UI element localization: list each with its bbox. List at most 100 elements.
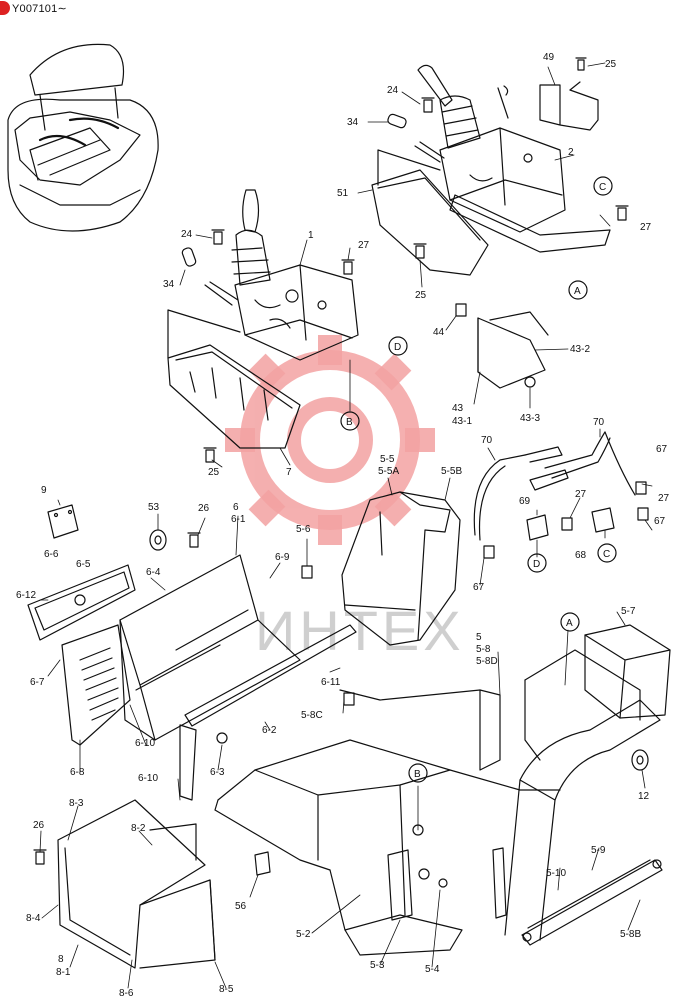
callout: 6-4 [146, 567, 161, 578]
callout: 6-7 [30, 677, 45, 688]
bracket-49 [539, 81, 599, 131]
callout: 69 [519, 496, 531, 507]
callout: 25 [605, 59, 617, 70]
leader-lines [39, 62, 653, 989]
callout: 12 [638, 791, 650, 802]
callout-labels: 49 25 24 34 2 51 C 27 A 24 1 27 34 25 44… [16, 52, 670, 999]
brand-badge [0, 1, 10, 15]
callout: 5-8D [476, 656, 498, 667]
callout: C [599, 182, 606, 193]
callout: 5-2 [296, 929, 311, 940]
callout: 49 [543, 52, 555, 63]
callout: 1 [308, 230, 314, 241]
gasket-6-12 [27, 564, 136, 641]
callout: 6-11 [321, 677, 341, 688]
callout: 8-4 [26, 913, 41, 924]
callout: 67 [656, 444, 668, 455]
serial-range: Y007101∼ [12, 2, 67, 15]
callout: 51 [337, 188, 349, 199]
callout: 7 [286, 467, 292, 478]
lever-assembly-1 [204, 189, 359, 361]
callout: A [566, 618, 573, 629]
callout: 6-12 [16, 590, 36, 601]
callout: 44 [433, 327, 445, 338]
grille-6-8 [61, 624, 131, 746]
callout: 6-8 [70, 767, 85, 778]
pin-34 [181, 113, 407, 267]
lever-assembly-2 [414, 64, 611, 253]
callout: 5-8B [620, 929, 641, 940]
callout: 5-10 [546, 868, 566, 879]
callout: 34 [347, 117, 359, 128]
callout: 6-1 [231, 514, 246, 525]
callout: 67 [654, 516, 666, 527]
panel-8 [57, 799, 216, 969]
callout: 6-6 [44, 549, 59, 560]
watermark-text: ИНТЕХ [255, 599, 465, 662]
callout: 25 [208, 467, 220, 478]
callout: D [394, 342, 401, 353]
frame-5 [214, 649, 661, 956]
callout: 27 [358, 240, 370, 251]
reference-circles [340, 176, 617, 783]
callout: B [346, 417, 353, 428]
callout: 43-1 [452, 416, 472, 427]
rail-5-9 [521, 859, 663, 946]
cover-51 [371, 149, 489, 276]
callout: 27 [658, 493, 670, 504]
callout: 5-5 [380, 454, 395, 465]
callout: 5 [476, 632, 482, 643]
callout: 24 [387, 85, 399, 96]
callout: B [414, 769, 421, 780]
strip-6-2 [179, 624, 357, 801]
callout: 8-6 [119, 988, 134, 999]
brackets-68-69 [526, 507, 615, 541]
callout: 6-5 [76, 559, 91, 570]
callout: 27 [575, 489, 587, 500]
callout: 6-10 [138, 773, 158, 784]
callout: 8-5 [219, 984, 234, 995]
callout: A [574, 286, 581, 297]
callout: 34 [163, 279, 175, 290]
callout: 43-3 [520, 413, 540, 424]
callout: 26 [33, 820, 45, 831]
callout: 6 [233, 502, 239, 513]
callout: 8 [58, 954, 64, 965]
collar-53 [149, 529, 167, 551]
callout: 68 [575, 550, 587, 561]
callout: 26 [198, 503, 210, 514]
callout: 5-9 [591, 845, 606, 856]
cover-5-5 [341, 491, 461, 646]
clip-56 [254, 851, 271, 876]
callout: 25 [415, 290, 427, 301]
callout: 5-3 [370, 960, 385, 971]
callout: 43 [452, 403, 464, 414]
callout: 70 [481, 435, 493, 446]
callout: 6-2 [262, 725, 277, 736]
callout: 8-2 [131, 823, 146, 834]
callout: 5-6 [296, 524, 311, 535]
callout: 2 [568, 147, 574, 158]
callout: 6-9 [275, 552, 290, 563]
console-6 [119, 554, 301, 741]
callout: 24 [181, 229, 193, 240]
callout: 27 [640, 222, 652, 233]
cover-7 [167, 309, 301, 449]
callout: 5-7 [621, 606, 636, 617]
callout: 5-5A [378, 466, 399, 477]
panel-9 [47, 504, 79, 539]
callout: D [533, 559, 540, 570]
callout: 43-2 [570, 344, 590, 355]
collar-12 [631, 749, 649, 771]
callout: 8-3 [69, 798, 84, 809]
header: Y007101∼ [0, 0, 67, 16]
callout: 56 [235, 901, 247, 912]
callout: 5-4 [425, 964, 440, 975]
callout: 5-5B [441, 466, 462, 477]
callout: 53 [148, 502, 160, 513]
callout: 5-8C [301, 710, 323, 721]
callout: 6-3 [210, 767, 225, 778]
bracket-43 [477, 311, 549, 389]
callout: 6-10 [135, 738, 155, 749]
